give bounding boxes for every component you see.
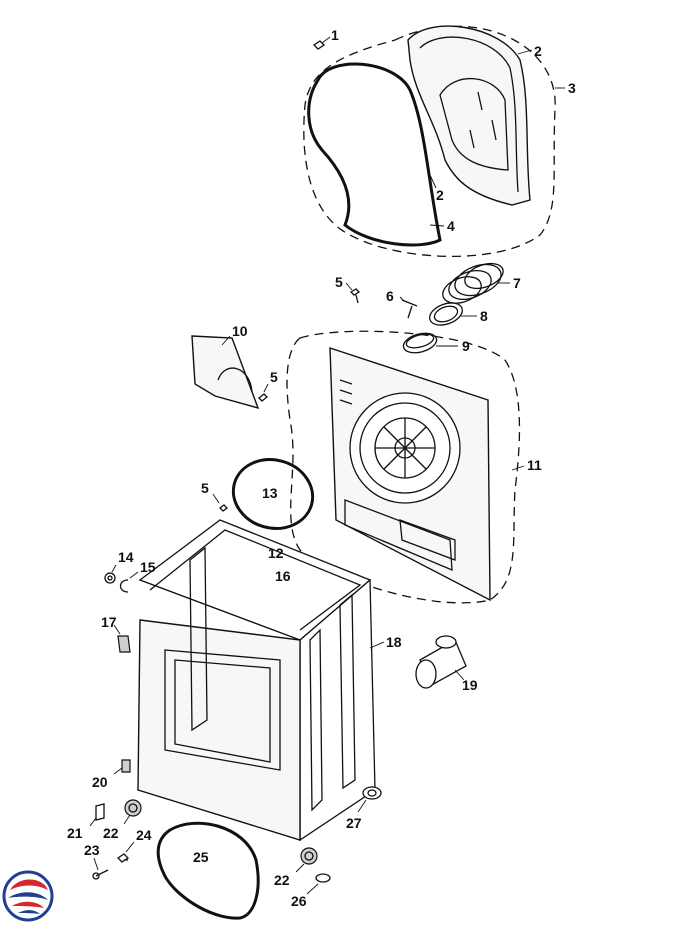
washer-14 xyxy=(104,572,116,584)
front-bulkhead-assembly xyxy=(303,25,565,258)
drum-ring-13 xyxy=(231,458,315,530)
callout-23: 23 xyxy=(84,842,100,858)
callout-1: 1 xyxy=(331,27,339,43)
callout-11: 11 xyxy=(527,457,542,473)
callout-5c: 5 xyxy=(201,480,209,496)
duct-hose-7 xyxy=(442,262,504,304)
screw-24 xyxy=(116,853,130,863)
callout-19: 19 xyxy=(462,677,478,693)
callout-17: 17 xyxy=(101,614,117,630)
callout-7: 7 xyxy=(513,275,521,291)
callout-21: 21 xyxy=(67,825,83,841)
cabinet-18 xyxy=(104,519,385,842)
callout-27: 27 xyxy=(346,815,362,831)
bracket-20 xyxy=(121,759,131,773)
foot-27 xyxy=(362,786,382,800)
callout-20: 20 xyxy=(92,774,108,790)
callout-24: 24 xyxy=(136,827,152,843)
callout-2a: 2 xyxy=(534,43,542,59)
callout-25: 25 xyxy=(193,849,209,865)
foot-22-right xyxy=(300,847,318,865)
screw-5-mid xyxy=(258,393,268,402)
callout-26: 26 xyxy=(291,893,307,909)
pin-23 xyxy=(95,869,109,877)
clip-21 xyxy=(95,803,105,821)
bottom-hardware xyxy=(89,759,382,920)
foot-22-left xyxy=(124,799,142,817)
label-plate-17 xyxy=(117,635,131,653)
callout-9: 9 xyxy=(462,338,470,354)
access-cover-10 xyxy=(191,335,269,410)
rear-panel-assembly-11 xyxy=(286,330,525,604)
clip-15 xyxy=(119,579,129,593)
callout-2b: 2 xyxy=(436,187,444,203)
callout-22b: 22 xyxy=(274,872,290,888)
brand-swirl-logo xyxy=(2,870,54,922)
callout-10: 10 xyxy=(232,323,248,339)
screw-1 xyxy=(312,40,326,50)
callout-16: 16 xyxy=(275,568,291,584)
callout-13: 13 xyxy=(262,485,278,501)
callout-22a: 22 xyxy=(103,825,119,841)
callout-6: 6 xyxy=(386,288,394,304)
washer-26 xyxy=(315,873,331,883)
callout-labels: 1 2 2 3 4 5 6 7 8 9 10 5 11 5 13 12 14 1… xyxy=(67,27,576,909)
front-bulkhead-3 xyxy=(407,25,531,206)
assembly-outline-3 xyxy=(303,25,556,258)
callout-14: 14 xyxy=(118,549,134,565)
door-seal-4 xyxy=(307,62,442,247)
callout-4: 4 xyxy=(447,218,455,234)
callout-3: 3 xyxy=(568,80,576,96)
drive-belt-25 xyxy=(156,821,260,920)
callout-15: 15 xyxy=(140,559,156,575)
exhaust-duct-assembly xyxy=(345,262,510,354)
screw-5-top xyxy=(349,288,361,304)
callout-8: 8 xyxy=(480,308,488,324)
callout-5b: 5 xyxy=(270,369,278,385)
vent-elbow-19 xyxy=(415,635,467,689)
assembly-outline-11 xyxy=(286,330,521,604)
callout-12: 12 xyxy=(268,545,284,561)
callout-18: 18 xyxy=(386,634,402,650)
duct-ring-8 xyxy=(429,302,463,326)
callout-5a: 5 xyxy=(335,274,343,290)
screw-5-low xyxy=(219,504,228,512)
pin-6 xyxy=(401,299,418,307)
